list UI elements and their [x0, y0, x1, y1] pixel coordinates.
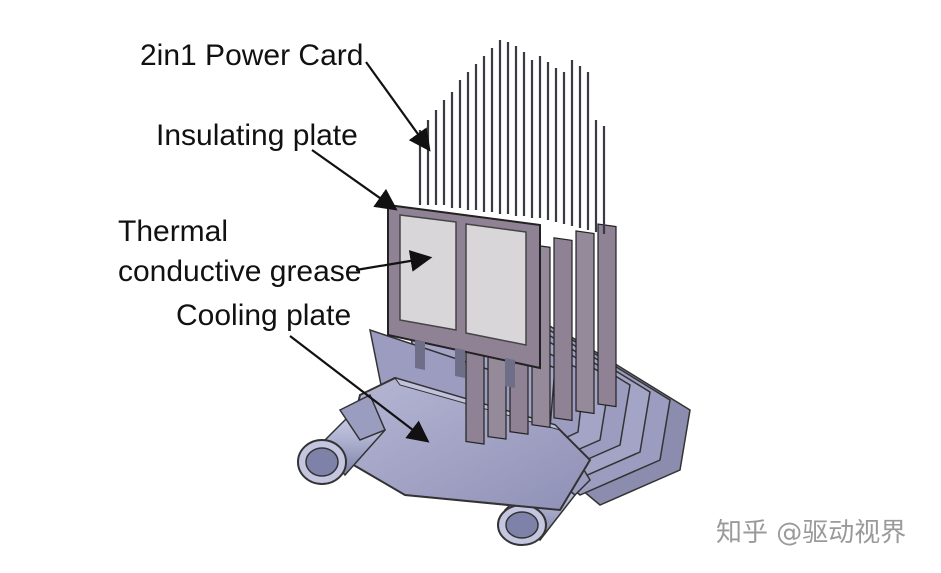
arrow-insulating-plate	[311, 149, 398, 211]
label-power-card: 2in1 Power Card	[140, 39, 364, 72]
signal-pins	[418, 40, 606, 234]
arrow-cooling-plate	[289, 335, 430, 443]
front-power-card	[387, 203, 541, 388]
label-thermal-line1: Thermal	[118, 215, 229, 248]
callout-arrows	[289, 61, 433, 443]
arrow-thermal-grease	[355, 250, 433, 272]
watermark: 知乎 @驱动视界	[716, 518, 907, 548]
label-cooling-plate: Cooling plate	[176, 299, 352, 332]
arrow-power-card	[365, 61, 431, 152]
inlet-pipe	[297, 393, 387, 485]
label-thermal-line2: conductive grease	[118, 255, 362, 288]
label-insulating-plate: Insulating plate	[156, 119, 358, 152]
